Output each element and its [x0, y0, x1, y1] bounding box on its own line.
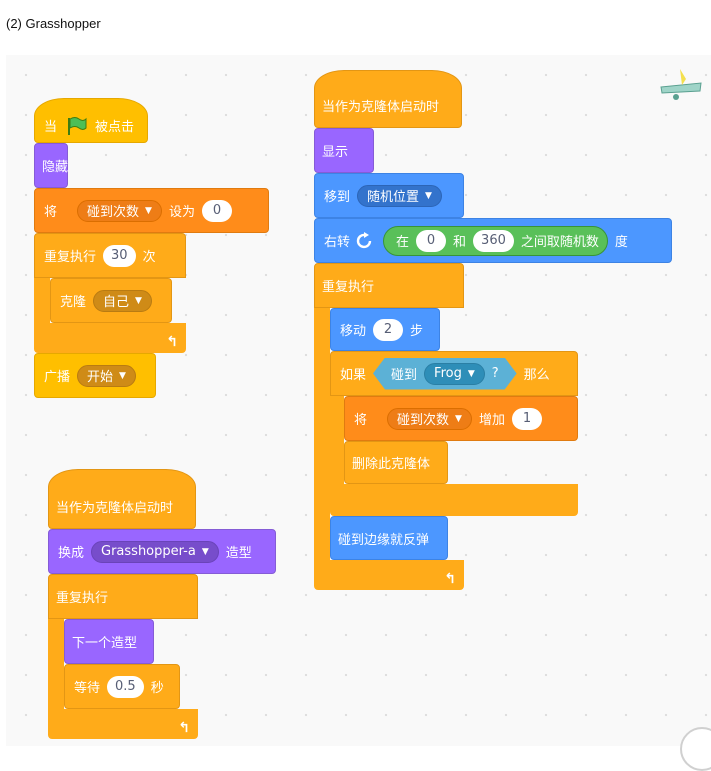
change-by-label: 增加 — [478, 413, 505, 428]
when-label: 当 — [44, 120, 58, 135]
switch-costume-block[interactable]: 换成 Grasshopper-a▼ 造型 — [48, 529, 276, 574]
pick-random-block[interactable]: 在 0 和 360 之间取随机数 — [383, 225, 608, 256]
random-suffix-label: 之间取随机数 — [520, 235, 599, 250]
move-steps-input[interactable]: 2 — [373, 318, 404, 341]
variable-dropdown[interactable]: 碰到次数▼ — [77, 199, 162, 222]
costume-suffix-label: 造型 — [225, 546, 252, 561]
clone-label: 克隆 — [60, 295, 87, 310]
repeat-count-input[interactable]: 30 — [103, 244, 136, 267]
go-to-block[interactable]: 移到 随机位置▼ — [314, 173, 464, 218]
create-clone-block[interactable]: 克隆 自己▼ — [50, 278, 172, 323]
show-label: 显示 — [322, 145, 349, 160]
touching-label: 碰到 — [391, 368, 418, 383]
if-then-block-bottom — [330, 484, 578, 516]
grasshopper-sprite-icon — [660, 69, 702, 100]
chevron-down-icon: ▼ — [425, 190, 432, 201]
repeat-block[interactable]: 重复执行 30 次 — [34, 233, 186, 278]
touching-condition[interactable]: 碰到 Frog▼ ? — [373, 358, 517, 390]
change-value-input[interactable]: 1 — [511, 407, 542, 430]
repeat-arm — [34, 278, 50, 323]
go-to-target-dropdown[interactable]: 随机位置▼ — [357, 184, 442, 207]
when-flag-clicked-hat[interactable]: 当 被点击 — [34, 98, 148, 143]
hide-block[interactable]: 隐藏 — [34, 143, 68, 188]
bounce-on-edge-block[interactable]: 碰到边缘就反弹 — [330, 516, 448, 560]
broadcast-label: 广播 — [44, 370, 71, 385]
costume-dropdown[interactable]: Grasshopper-a▼ — [91, 540, 219, 563]
steps-label: 步 — [410, 324, 424, 339]
loop-arrow-icon: ↰ — [444, 571, 456, 587]
touching-question-label: ? — [491, 366, 499, 381]
change-variable-block[interactable]: 将 碰到次数▼ 增加 1 — [344, 396, 578, 441]
chevron-down-icon: ▼ — [455, 413, 462, 424]
rotate-right-icon — [356, 231, 372, 248]
move-label: 移动 — [340, 324, 367, 339]
random-and-label: 和 — [453, 235, 467, 250]
show-block[interactable]: 显示 — [314, 128, 374, 173]
chevron-down-icon: ▼ — [467, 368, 475, 379]
random-to-input[interactable]: 360 — [473, 229, 514, 252]
figure-caption: (2) Grasshopper — [6, 16, 101, 31]
go-to-label: 移到 — [324, 190, 351, 205]
forever-block-bottom: ↰ — [314, 560, 464, 590]
bounce-label: 碰到边缘就反弹 — [338, 532, 430, 548]
code-workspace[interactable]: 当 被点击 隐藏 将 碰到次数▼ 设为 0 重复执行 30 次 克隆 自己▼ ↰… — [6, 55, 711, 771]
if-arm — [330, 396, 344, 484]
wait-value-input[interactable]: 0.5 — [107, 675, 144, 698]
set-to-label: 设为 — [168, 205, 195, 220]
set-value-input[interactable]: 0 — [201, 199, 232, 222]
repeat-block-bottom: ↰ — [34, 323, 186, 353]
chevron-down-icon: ▼ — [145, 205, 152, 216]
broadcast-block[interactable]: 广播 开始▼ — [34, 353, 156, 398]
loop-arrow-icon: ↰ — [178, 720, 190, 736]
delete-clone-label: 删除此克隆体 — [352, 457, 431, 472]
next-costume-label: 下一个造型 — [72, 636, 138, 651]
change-variable-dropdown[interactable]: 碰到次数▼ — [387, 407, 472, 430]
loop-arrow-icon: ↰ — [166, 334, 178, 350]
set-label: 将 — [44, 205, 58, 220]
random-in-label: 在 — [396, 235, 410, 250]
zoom-button[interactable] — [680, 727, 711, 771]
wait-label: 等待 — [74, 681, 101, 696]
turn-right-block[interactable]: 右转 在 0 和 360 之间取随机数 度 — [314, 218, 672, 263]
then-label: 那么 — [523, 368, 550, 383]
hide-label: 隐藏 — [42, 160, 69, 175]
clone-target-dropdown[interactable]: 自己▼ — [93, 289, 152, 312]
forever-block[interactable]: 重复执行 — [314, 263, 464, 308]
green-flag-icon — [68, 116, 87, 135]
when-start-as-clone-hat-2[interactable]: 当作为克隆体启动时 — [48, 469, 196, 529]
switch-label: 换成 — [58, 546, 85, 561]
wait-block[interactable]: 等待 0.5 秒 — [64, 664, 180, 709]
touching-target-dropdown[interactable]: Frog▼ — [424, 363, 485, 385]
forever-arm-2 — [48, 619, 64, 709]
chevron-down-icon: ▼ — [119, 370, 126, 381]
clicked-label: 被点击 — [95, 120, 135, 135]
turn-label: 右转 — [324, 235, 351, 250]
change-label: 将 — [354, 413, 368, 428]
next-costume-block[interactable]: 下一个造型 — [64, 619, 154, 664]
degrees-label: 度 — [614, 235, 628, 250]
forever-label: 重复执行 — [322, 280, 375, 295]
forever-label-2: 重复执行 — [56, 591, 109, 606]
forever-block-bottom-2: ↰ — [48, 709, 198, 739]
if-then-block[interactable]: 如果 碰到 Frog▼ ? 那么 — [330, 351, 578, 396]
seconds-label: 秒 — [150, 681, 164, 696]
broadcast-message-dropdown[interactable]: 开始▼ — [77, 364, 136, 387]
clone-hat-label: 当作为克隆体启动时 — [322, 99, 440, 115]
clone-hat-label-2: 当作为克隆体启动时 — [56, 500, 174, 516]
chevron-down-icon: ▼ — [201, 546, 209, 557]
repeat-label: 重复执行 — [44, 250, 97, 265]
forever-arm — [314, 308, 330, 560]
when-start-as-clone-hat[interactable]: 当作为克隆体启动时 — [314, 70, 462, 128]
forever-block-2[interactable]: 重复执行 — [48, 574, 198, 619]
delete-clone-block[interactable]: 删除此克隆体 — [344, 441, 448, 484]
if-label: 如果 — [340, 368, 367, 383]
random-from-input[interactable]: 0 — [416, 229, 447, 252]
set-variable-block[interactable]: 将 碰到次数▼ 设为 0 — [34, 188, 269, 233]
repeat-times-label: 次 — [142, 250, 156, 265]
move-steps-block[interactable]: 移动 2 步 — [330, 308, 440, 351]
chevron-down-icon: ▼ — [135, 295, 142, 306]
